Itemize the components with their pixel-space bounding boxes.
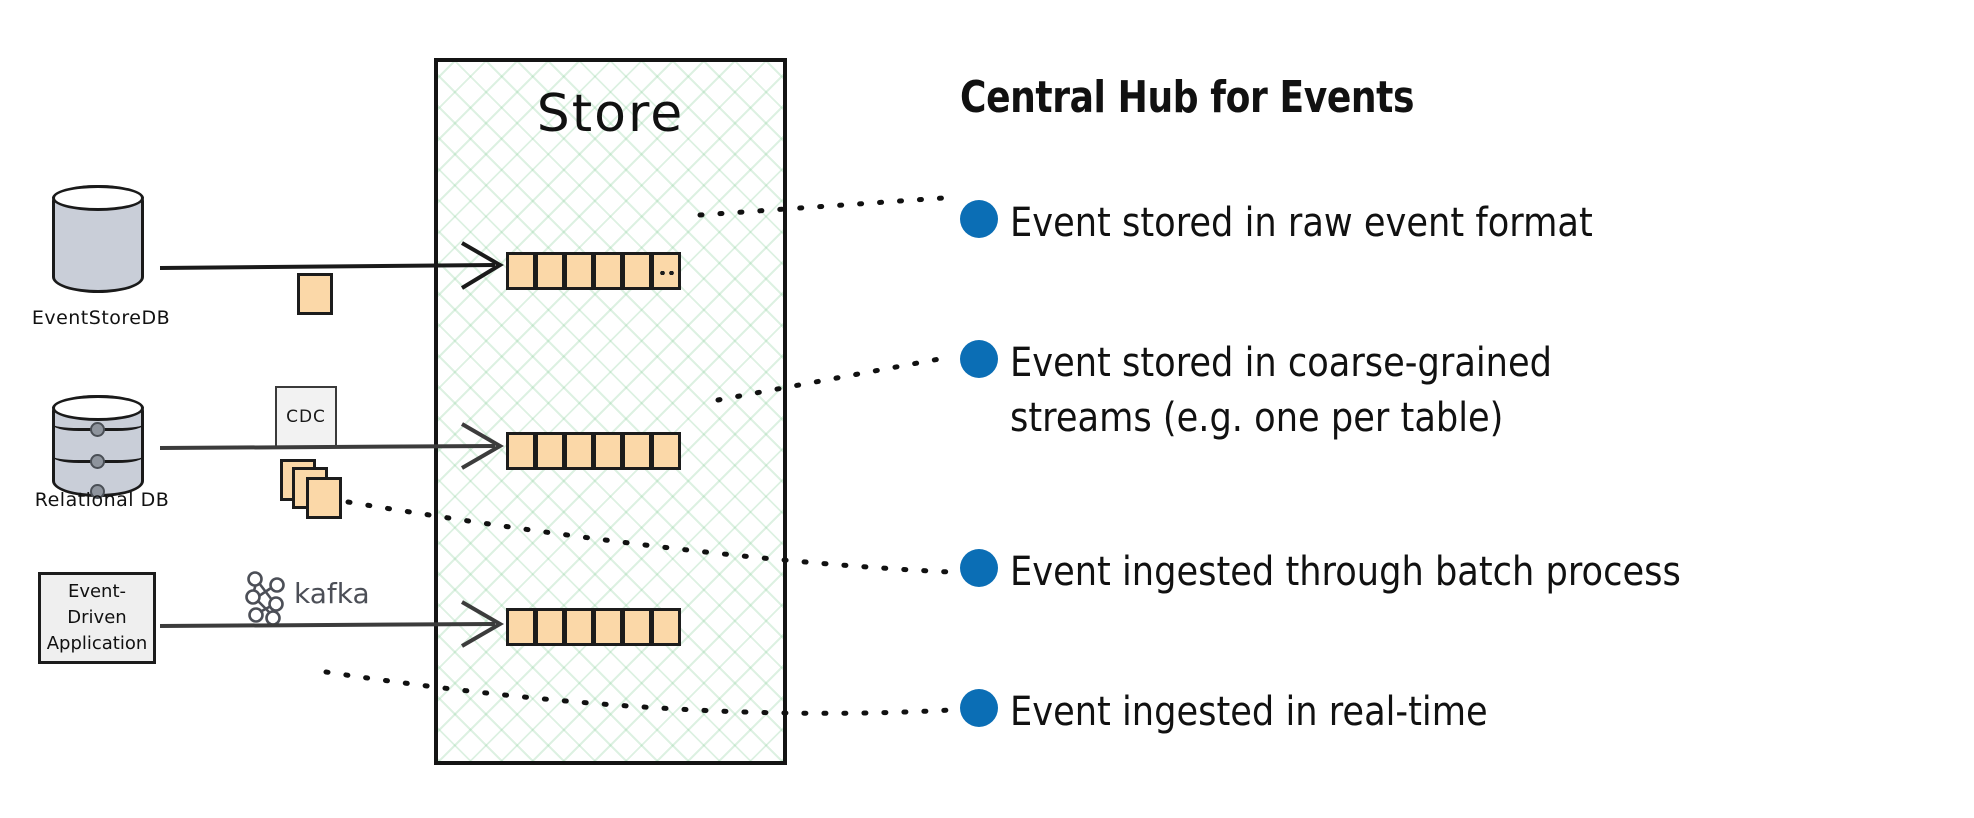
stream-segment (564, 608, 594, 646)
store-title: Store (536, 84, 685, 144)
bullet-dot-icon (960, 200, 998, 238)
stream-segment (622, 608, 652, 646)
event-driven-application-icon: Event- Driven Application (38, 572, 156, 664)
stream-segment (535, 608, 565, 646)
bullet-item-1: Event stored in raw event format (960, 196, 1920, 251)
stream-segment (506, 252, 536, 290)
single-event-card-icon (297, 273, 333, 315)
bullet-label: Event ingested through batch process (1010, 549, 1681, 595)
store-container: Store (434, 58, 787, 765)
stream-segment (593, 608, 623, 646)
kafka-logo-icon (240, 570, 292, 626)
bullet-dot-icon (960, 549, 998, 587)
stream-segment (535, 252, 565, 290)
stacked-event-cards-icon (280, 459, 352, 525)
stream-row-1 (506, 252, 681, 290)
stream-segment (651, 252, 681, 290)
stream-row-3 (506, 608, 681, 646)
stream-continuation-dots (658, 271, 678, 275)
stream-segment (622, 432, 652, 470)
stream-segment (564, 252, 594, 290)
bullet-label: Event stored in raw event format (1010, 200, 1593, 246)
stream-segment (564, 432, 594, 470)
stream-segment (593, 432, 623, 470)
bullet-label: Event stored in coarse-grained streams (… (1010, 340, 1552, 442)
stream-segment (506, 608, 536, 646)
page-title: Central Hub for Events (960, 72, 1415, 123)
stream-segment (651, 432, 681, 470)
stream-segment (535, 432, 565, 470)
stream-segment (651, 608, 681, 646)
stream-segment (506, 432, 536, 470)
eventstoredb-label: EventStoreDB (31, 307, 171, 329)
bullet-label: Event ingested in real-time (1010, 689, 1488, 735)
relational-db-label: Relational DB (34, 489, 170, 511)
stream-segment (622, 252, 652, 290)
relational-db-icon (52, 395, 150, 499)
cdc-box: CDC (275, 386, 337, 448)
stream-row-2 (506, 432, 681, 470)
bullet-item-2: Event stored in coarse-grained streams (… (960, 336, 1920, 446)
stream-segment (593, 252, 623, 290)
bullet-item-3: Event ingested through batch process (960, 545, 1920, 600)
bullet-item-4: Event ingested in real-time (960, 685, 1920, 740)
bullet-dot-icon (960, 340, 998, 378)
cdc-label: CDC (286, 407, 326, 427)
bullet-dot-icon (960, 689, 998, 727)
event-driven-application-label: Event- Driven Application (46, 580, 148, 655)
eventstoredb-icon (52, 185, 150, 295)
kafka-wordmark: kafka (294, 577, 370, 610)
